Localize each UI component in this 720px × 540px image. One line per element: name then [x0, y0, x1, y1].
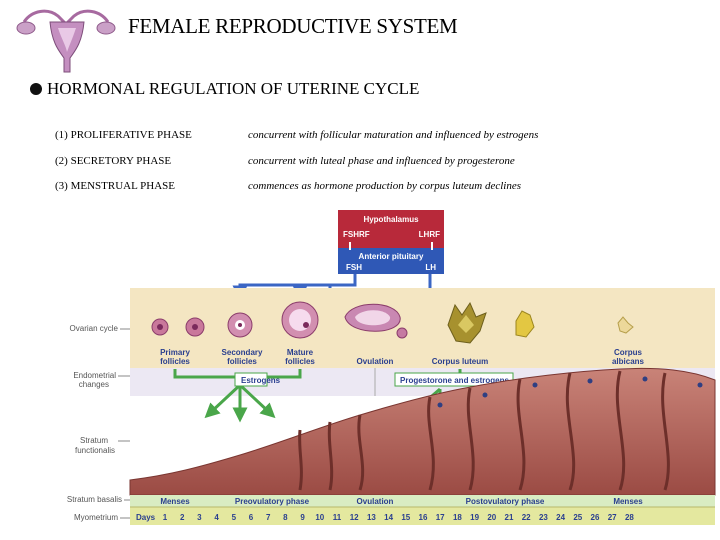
mature-follicles-label-1: Mature — [287, 348, 314, 357]
corpus-albicans-label-2: albicans — [612, 357, 645, 366]
endometrial-label-1: Endometrial — [73, 371, 116, 380]
menses-label-start: Menses — [160, 497, 190, 506]
day-number: 13 — [367, 513, 376, 522]
section-heading: HORMONAL REGULATION OF UTERINE CYCLE — [47, 79, 420, 98]
row-label-ticks — [118, 328, 130, 519]
day-number: 26 — [591, 513, 600, 522]
day-number: 15 — [401, 513, 410, 522]
days-label: Days — [136, 513, 156, 522]
endometrial-glands — [298, 370, 670, 491]
phase-desc-menstrual: commences as hormone production by corpu… — [248, 180, 522, 192]
hypothalamus-box — [338, 210, 444, 248]
corpus-luteum-label: Corpus luteum — [432, 357, 488, 366]
primary-follicles-label-1: Primary — [160, 348, 190, 357]
estrogens-box — [234, 372, 268, 387]
day-number: 19 — [470, 513, 479, 522]
estrogens-label: Estrogens — [241, 376, 281, 385]
day-number: 14 — [384, 513, 393, 522]
day-number: 27 — [608, 513, 617, 522]
day-number: 17 — [436, 513, 445, 522]
ovarian-band — [130, 288, 715, 368]
day-number: 25 — [573, 513, 582, 522]
corpus-albicans-label-1: Corpus — [614, 348, 643, 357]
menses-label-end: Menses — [613, 497, 643, 506]
blood-vessels — [437, 376, 703, 408]
days-band — [130, 507, 715, 525]
day-number: 8 — [283, 513, 288, 522]
day-number: 3 — [197, 513, 202, 522]
day-number: 10 — [315, 513, 324, 522]
day-number: 12 — [350, 513, 359, 522]
phase-label-menstrual: (3) MENSTRUAL PHASE — [55, 180, 175, 192]
day-number: 18 — [453, 513, 462, 522]
ovulation-ovarian-label: Ovulation — [357, 357, 394, 366]
pituitary-label: Anterior pituitary — [359, 252, 424, 261]
day-number: 9 — [300, 513, 305, 522]
day-number: 23 — [539, 513, 548, 522]
day-number: 20 — [487, 513, 496, 522]
uterine-cycle-diagram: Hypothalamus FSHRF LHRF Anterior pituita… — [67, 210, 716, 525]
progesterone-label: Progestorone and estrogens — [400, 376, 509, 385]
follicles — [151, 301, 634, 344]
secondary-follicles-label-2: follicles — [227, 357, 257, 366]
phase-label-proliferative: (1) PROLIFERATIVE PHASE — [55, 129, 192, 141]
day-number: 1 — [163, 513, 168, 522]
basalis-label: Stratum basalis — [67, 495, 122, 504]
endometrial-label-2: changes — [79, 380, 109, 389]
pituitary-box — [338, 248, 444, 274]
day-number: 5 — [232, 513, 237, 522]
phase-desc-proliferative: concurrent with follicular maturation an… — [248, 129, 539, 141]
fsh-label: FSH — [346, 263, 362, 272]
day-number: 6 — [249, 513, 254, 522]
mature-follicles-label-2: follicles — [285, 357, 315, 366]
hypothalamus-label: Hypothalamus — [363, 215, 419, 224]
fshrf-label: FSHRF — [343, 230, 370, 239]
uterus-illustration-icon — [16, 9, 116, 73]
day-number: 21 — [505, 513, 514, 522]
lh-label: LH — [425, 263, 436, 272]
myometrium-label: Myometrium — [74, 513, 118, 522]
day-number: 28 — [625, 513, 634, 522]
phase-desc-secretory: concurrent with luteal phase and influen… — [248, 155, 515, 167]
lhrf-label: LHRF — [419, 230, 440, 239]
functionalis-label-2: functionalis — [75, 446, 115, 455]
primary-follicles-label-2: follicles — [160, 357, 190, 366]
day-number: 11 — [333, 513, 342, 522]
postovulatory-label: Postovulatory phase — [466, 497, 545, 506]
ovulation-phase-label: Ovulation — [357, 497, 394, 506]
page-title: FEMALE REPRODUCTIVE SYSTEM — [128, 14, 458, 38]
bullet-icon — [30, 83, 42, 95]
basalis-band — [130, 495, 715, 507]
day-number: 4 — [214, 513, 219, 522]
day-number: 16 — [419, 513, 428, 522]
ovarian-cycle-label: Ovarian cycle — [70, 324, 119, 333]
day-number: 24 — [556, 513, 565, 522]
secondary-follicles-label-1: Secondary — [222, 348, 263, 357]
functionalis-label-1: Stratum — [80, 436, 108, 445]
day-number: 22 — [522, 513, 531, 522]
preovulatory-label: Preovulatory phase — [235, 497, 310, 506]
phase-label-secretory: (2) SECRETORY PHASE — [55, 155, 172, 167]
day-number: 2 — [180, 513, 185, 522]
day-number: 7 — [266, 513, 271, 522]
